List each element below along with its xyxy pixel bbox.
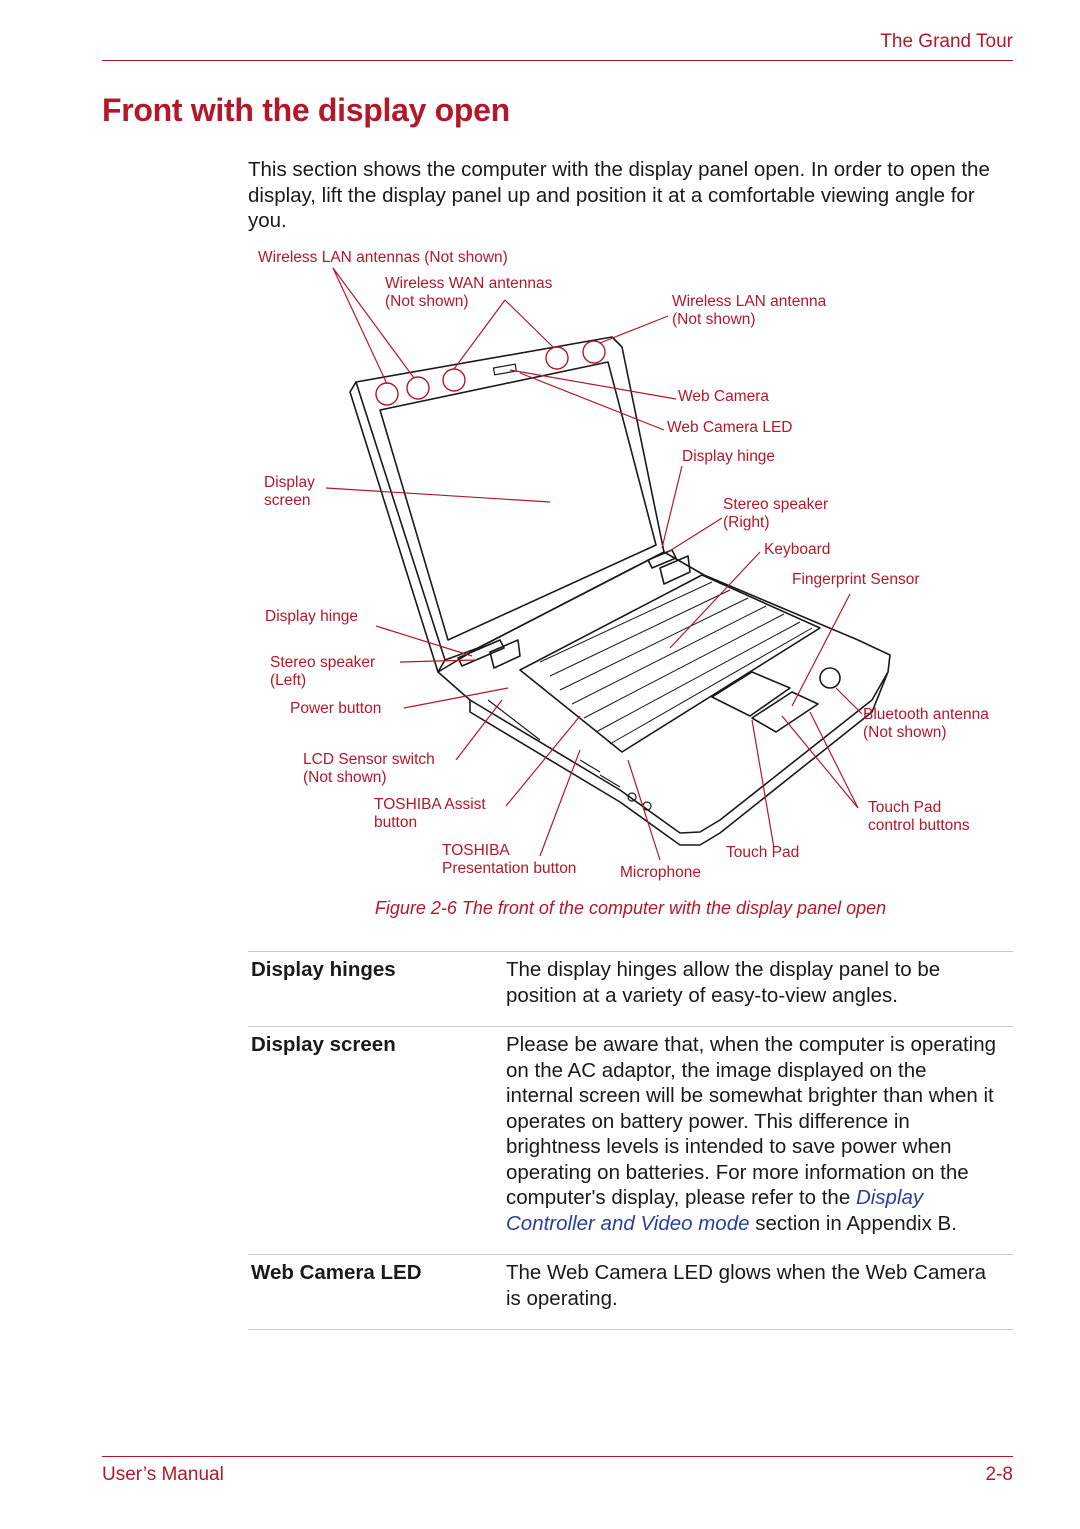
- callout-bluetooth-antenna: Bluetooth antenna (Not shown): [863, 706, 989, 741]
- laptop-base: [437, 551, 891, 834]
- term-display-hinges: Display hinges: [251, 958, 396, 981]
- callout-display-screen: Display screen: [264, 474, 315, 509]
- header-rule: [102, 60, 1013, 61]
- display-screen-panel: [379, 361, 657, 641]
- table-row: Display hinges The display hinges allow …: [248, 951, 1013, 1027]
- callout-wireless-lan-antenna: Wireless LAN antenna (Not shown): [672, 293, 827, 328]
- callout-power-button: Power button: [290, 700, 382, 717]
- callout-display-hinge-right: Display hinge: [682, 448, 776, 465]
- callout-keyboard: Keyboard: [764, 541, 831, 558]
- callout-toshiba-assist-button: TOSHIBA Assist button: [374, 796, 486, 831]
- description-table: Display hinges The display hinges allow …: [248, 951, 1013, 1330]
- callout-fingerprint-sensor: Fingerprint Sensor: [792, 571, 920, 588]
- footer-rule: [102, 1456, 1013, 1457]
- callout-display-hinge-left: Display hinge: [265, 608, 359, 625]
- callout-web-camera: Web Camera: [678, 388, 770, 405]
- keyboard-area: [519, 574, 821, 753]
- intro-paragraph: This section shows the computer with the…: [248, 158, 990, 232]
- table-row: Display screen Please be aware that, whe…: [248, 1026, 1013, 1255]
- callout-stereo-speaker-left: Stereo speaker (Left): [270, 654, 376, 689]
- definition-web-camera-led: The Web Camera LED glows when the Web Ca…: [506, 1261, 987, 1310]
- callout-wireless-lan-antennas: Wireless LAN antennas (Not shown): [258, 249, 508, 266]
- callout-touch-pad-control-buttons: Touch Pad control buttons: [868, 799, 970, 834]
- callout-wireless-wan-antennas: Wireless WAN antennas (Not shown): [385, 275, 553, 310]
- callout-web-camera-led: Web Camera LED: [667, 419, 793, 436]
- display-controller-link[interactable]: Display Controller and Video mode: [506, 1186, 924, 1235]
- footer-manual-name: User’s Manual: [102, 1464, 224, 1485]
- running-header: The Grand Tour: [880, 31, 1013, 52]
- callout-touch-pad: Touch Pad: [726, 844, 800, 861]
- term-web-camera-led: Web Camera LED: [251, 1261, 422, 1284]
- callout-stereo-speaker-right: Stereo speaker (Right): [723, 496, 829, 531]
- term-display-screen: Display screen: [251, 1033, 396, 1056]
- page-number: 2-8: [985, 1464, 1013, 1485]
- table-row: Web Camera LED The Web Camera LED glows …: [248, 1254, 1013, 1330]
- touch-pad-buttons-shape: [751, 691, 819, 733]
- touch-pad-shape: [711, 671, 791, 717]
- definition-text-end: section in Appendix B.: [749, 1211, 957, 1235]
- callout-toshiba-presentation-button: TOSHIBA Presentation button: [442, 842, 577, 877]
- definition-text-start: Please be aware that, when the computer …: [506, 1033, 997, 1209]
- laptop-illustration: [325, 267, 891, 861]
- definition-display-hinges: The display hinges allow the display pan…: [506, 958, 941, 1007]
- laptop-figure: Wireless LAN antennas (Not shown) Wirele…: [0, 240, 1080, 890]
- callout-lcd-sensor-switch: LCD Sensor switch (Not shown): [303, 751, 435, 786]
- callout-microphone: Microphone: [620, 864, 701, 881]
- figure-caption: Figure 2-6 The front of the computer wit…: [374, 898, 887, 918]
- definition-display-screen: Please be aware that, when the computer …: [506, 1027, 1013, 1255]
- page-title: Front with the display open: [102, 92, 510, 128]
